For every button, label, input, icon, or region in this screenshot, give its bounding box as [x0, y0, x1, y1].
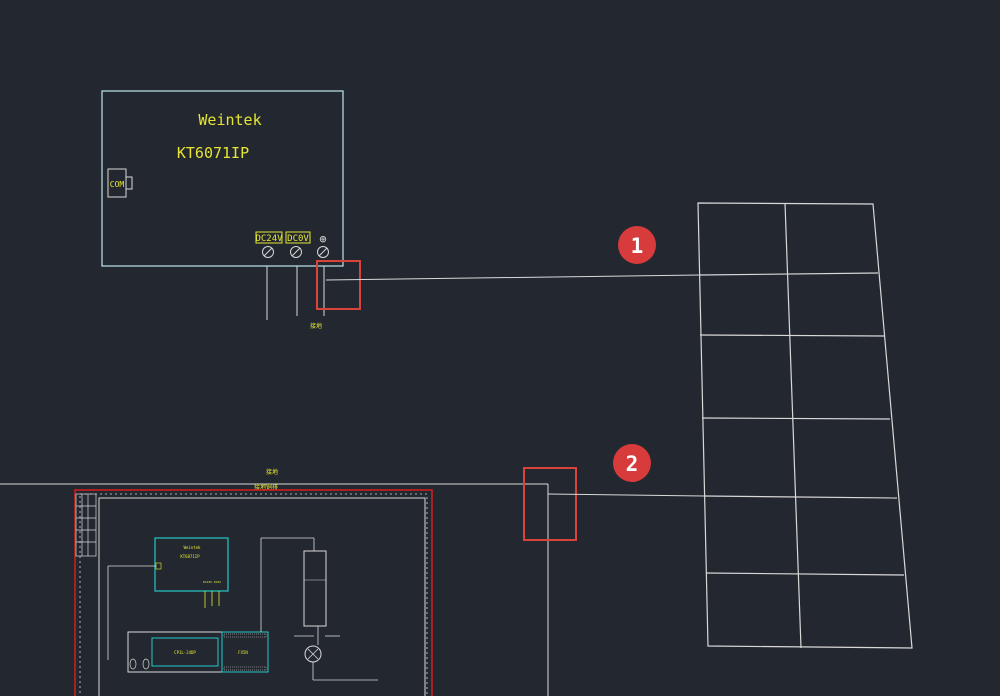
callout-2-number: 2	[626, 452, 639, 476]
mini-hmi-brand: Weintek	[184, 545, 201, 550]
plc-left-terminals	[129, 658, 150, 670]
detail-grid-table	[697, 202, 913, 649]
terminal-24v-box	[255, 231, 283, 244]
screw-terminal-ground	[317, 246, 329, 258]
hmi-outline	[101, 90, 344, 267]
ground-symbol: ⊕	[319, 232, 326, 246]
grid-col-line	[784, 202, 802, 649]
grid-row-line	[701, 417, 891, 420]
panel-top-label-1: 接地	[266, 468, 278, 476]
power-supply	[303, 550, 327, 627]
highlight-box-2	[523, 467, 577, 541]
grid-row-line	[699, 334, 885, 337]
leader-line-1	[325, 274, 701, 281]
leader-line-2	[547, 493, 705, 497]
mini-hmi-com	[155, 562, 162, 570]
grid-outline	[697, 202, 913, 649]
plc-module	[221, 631, 269, 673]
hmi-model: KT6071IP	[177, 144, 249, 162]
plc-cpu	[151, 637, 219, 667]
grid-row-line	[703, 495, 898, 499]
mini-hmi-terminals: DC24V DC0V	[203, 580, 221, 584]
plc-io-dots	[223, 633, 267, 671]
hmi-device: Weintek KT6071IP COM DC24V DC0V ⊕ 接地	[101, 90, 344, 330]
callout-1-number: 1	[631, 234, 644, 258]
screw-terminal-24v	[262, 246, 274, 258]
panel-mounting-plate	[98, 497, 426, 696]
com-label: COM	[110, 180, 125, 189]
module-label: FX5N	[238, 650, 248, 655]
terminal-0v-box	[285, 231, 311, 244]
ground-note: 接地	[310, 322, 322, 330]
left-terminal-strip	[75, 493, 97, 557]
control-panel: 接地 接地铜排 Weintek KT6071IP DC24V DC0V CP1L…	[74, 468, 433, 696]
mini-hmi-model: KT6071IP	[180, 554, 200, 559]
indicator-lamp	[304, 645, 322, 663]
com-port-tab	[125, 176, 133, 190]
screw-terminal-0v	[290, 246, 302, 258]
terminal-0v-label: DC0V	[287, 234, 309, 244]
mini-hmi	[154, 537, 229, 592]
grid-row-line	[705, 572, 905, 576]
panel-top-label-2: 接地铜排	[254, 483, 278, 491]
grid-row-line	[699, 272, 879, 276]
terminal-24v-label: DC24V	[255, 234, 283, 244]
highlight-box-1	[316, 260, 361, 310]
plc-label: CP1L-24DP	[174, 650, 196, 655]
panel-outer-border	[74, 489, 433, 696]
callout-2: 2	[613, 444, 651, 482]
hmi-brand: Weintek	[198, 111, 261, 129]
panel-inner-border	[79, 493, 428, 696]
callout-1: 1	[618, 226, 656, 264]
